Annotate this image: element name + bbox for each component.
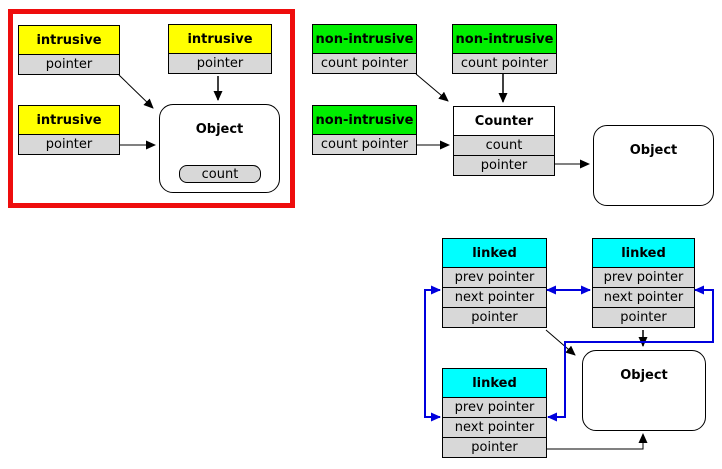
object-node-non-intrusive: Object	[593, 125, 714, 206]
non-intrusive-box-title: non-intrusive	[313, 25, 416, 54]
linked-box-title: linked	[443, 239, 546, 268]
count-field: count	[454, 136, 554, 156]
linked-box-title: linked	[593, 239, 694, 268]
arrow-linked1-to-object	[545, 329, 576, 356]
non-intrusive-box-title: non-intrusive	[453, 25, 556, 54]
pointer-field: pointer	[443, 438, 546, 457]
intrusive-pointer-box-3: intrusive pointer	[18, 105, 120, 155]
count-pointer-field: count pointer	[313, 54, 416, 73]
arrow-linked3-to-object	[546, 433, 648, 450]
count-pointer-field: count pointer	[313, 135, 416, 154]
object-label: Object	[195, 122, 244, 137]
next-pointer-field: next pointer	[443, 418, 546, 438]
intrusive-pointer-box-2: intrusive pointer	[168, 24, 272, 74]
linked-pointer-box-2: linked prev pointer next pointer pointer	[592, 238, 695, 328]
non-intrusive-pointer-box-3: non-intrusive count pointer	[312, 105, 417, 155]
prev-pointer-field: prev pointer	[443, 268, 546, 288]
pointer-field: pointer	[593, 308, 694, 327]
prev-pointer-field: prev pointer	[443, 398, 546, 418]
object-label: Object	[629, 143, 678, 158]
non-intrusive-box-title: non-intrusive	[313, 106, 416, 135]
next-pointer-field: next pointer	[593, 288, 694, 308]
intrusive-box-title: intrusive	[19, 106, 119, 135]
link-arrow-box1-box3	[424, 285, 441, 422]
non-intrusive-pointer-box-2: non-intrusive count pointer	[452, 24, 557, 74]
intrusive-box-title: intrusive	[19, 26, 119, 55]
linked-pointer-box-1: linked prev pointer next pointer pointer	[442, 238, 547, 328]
pointer-field: pointer	[169, 54, 271, 73]
count-field: count	[179, 165, 261, 183]
intrusive-highlight-frame	[8, 9, 295, 208]
arrow-nonintrusive1-to-counter	[415, 73, 449, 102]
linked-pointer-box-3: linked prev pointer next pointer pointer	[442, 368, 547, 458]
counter-title: Counter	[454, 107, 554, 136]
object-node-intrusive: Object count	[159, 104, 280, 193]
counter-node: Counter count pointer	[453, 106, 555, 176]
next-pointer-field: next pointer	[443, 288, 546, 308]
pointer-field: pointer	[19, 135, 119, 154]
pointer-field: pointer	[19, 55, 119, 74]
prev-pointer-field: prev pointer	[593, 268, 694, 288]
non-intrusive-pointer-box-1: non-intrusive count pointer	[312, 24, 417, 74]
pointer-field: pointer	[454, 156, 554, 175]
intrusive-box-title: intrusive	[169, 25, 271, 54]
object-label: Object	[620, 368, 668, 383]
object-node-linked: Object	[582, 350, 706, 431]
pointer-field: pointer	[443, 308, 546, 327]
count-pointer-field: count pointer	[453, 54, 556, 73]
intrusive-pointer-box-1: intrusive pointer	[18, 25, 120, 75]
linked-box-title: linked	[443, 369, 546, 398]
